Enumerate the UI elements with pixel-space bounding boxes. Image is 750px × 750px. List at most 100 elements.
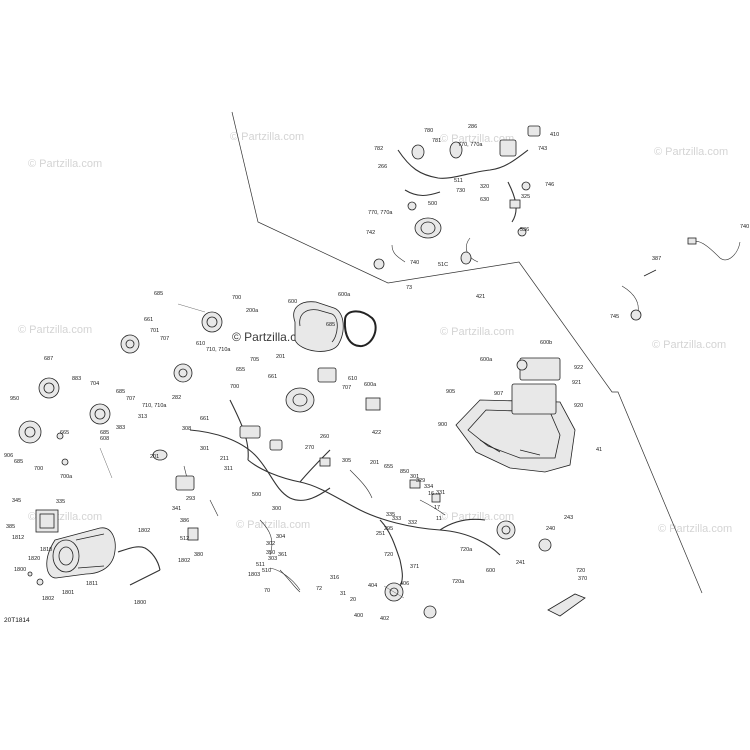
part-callout: 700 xyxy=(230,384,239,390)
gauge-cluster-group xyxy=(18,303,223,479)
part-callout: 41 xyxy=(596,447,602,453)
part-callout: 720 xyxy=(576,568,585,574)
part-callout: 410 xyxy=(550,132,559,138)
part-callout: 500 xyxy=(428,201,437,207)
watermark-text: © Partzilla.com xyxy=(658,523,732,535)
part-callout: 241 xyxy=(516,560,525,566)
part-callout: 512 xyxy=(180,536,189,542)
part-callout: 334 xyxy=(424,484,433,490)
part-callout: 16 xyxy=(428,491,434,497)
part-callout: 511 xyxy=(256,562,265,568)
part-callout: 906 xyxy=(4,453,13,459)
part-callout: 700 xyxy=(232,295,241,301)
part-callout: 610 xyxy=(196,341,205,347)
part-callout: 371 xyxy=(410,564,419,570)
part-callout: 782 xyxy=(374,146,383,152)
part-callout: 685 xyxy=(100,430,109,436)
part-callout: 704 xyxy=(90,381,99,387)
part-callout: 200a xyxy=(246,308,259,314)
part-callout: 1800 xyxy=(14,567,26,573)
part-callout: 305 xyxy=(342,458,351,464)
display-panel-group xyxy=(285,301,381,413)
part-callout: 600 xyxy=(288,299,297,305)
part-callout: 402 xyxy=(380,616,389,622)
watermark-text: © Partzilla.com xyxy=(440,326,514,338)
part-callout: 70 xyxy=(264,588,270,594)
part-callout: 1803 xyxy=(248,572,260,578)
part-callout: 685 xyxy=(326,322,335,328)
part-callout: 850 xyxy=(400,469,409,475)
part-callout: 600 xyxy=(486,568,495,574)
watermark-text-bold: © Partzilla.com xyxy=(232,330,313,344)
part-callout: 707 xyxy=(126,396,135,402)
part-callout: 1802 xyxy=(138,528,150,534)
part-callout: 1812 xyxy=(12,535,24,541)
part-callout: 316 xyxy=(330,575,339,581)
part-callout: 20 xyxy=(350,597,356,603)
part-callout: 335 xyxy=(386,512,395,518)
battery-tray-group xyxy=(455,357,576,473)
part-callout: 421 xyxy=(476,294,485,300)
part-callout: 422 xyxy=(372,430,381,436)
part-callout: 325 xyxy=(521,194,530,200)
part-callout: 707 xyxy=(160,336,169,342)
part-callout: 320 xyxy=(480,184,489,190)
part-callout: 361 xyxy=(278,552,287,558)
part-callout: 1802 xyxy=(42,596,54,602)
part-callout: 1800 xyxy=(134,600,146,606)
part-callout: 1820 xyxy=(28,556,40,562)
part-callout: 311 xyxy=(224,466,233,472)
part-callout: 600a xyxy=(364,382,377,388)
part-callout: 302 xyxy=(266,541,275,547)
part-callout: 286 xyxy=(468,124,477,130)
part-callout: 385 xyxy=(6,524,15,530)
starter-cable-group xyxy=(117,546,301,591)
part-callout: 600b xyxy=(540,340,552,346)
part-callout: 665 xyxy=(60,430,69,436)
part-callout: 211 xyxy=(220,456,229,462)
part-callout: 720 xyxy=(384,552,393,558)
part-callout: 72 xyxy=(316,586,322,592)
part-callout: 687 xyxy=(44,356,53,362)
watermark-text: © Partzilla.com xyxy=(440,511,514,523)
part-callout: 293 xyxy=(186,496,195,502)
part-callout: 720a xyxy=(460,547,473,553)
part-callout: 905 xyxy=(446,389,455,395)
part-callout: 655 xyxy=(384,464,393,470)
part-callout: 386 xyxy=(180,518,189,524)
part-callout: 710, 710a xyxy=(206,347,231,353)
part-callout: 11 xyxy=(436,516,442,522)
part-callout: 921 xyxy=(572,380,581,386)
part-callout: 922 xyxy=(574,365,583,371)
part-callout: 331 xyxy=(436,490,445,496)
part-callout: 201 xyxy=(150,454,159,460)
part-callout: 780 xyxy=(424,128,433,134)
right-sensor-group xyxy=(621,237,741,321)
part-callout: 746 xyxy=(545,182,554,188)
part-callout: 31 xyxy=(340,591,346,597)
part-callout: 685 xyxy=(116,389,125,395)
part-callout: 313 xyxy=(138,414,147,420)
part-callout: 1811 xyxy=(86,581,98,587)
part-callout: 920 xyxy=(574,403,583,409)
part-callout: 387 xyxy=(652,256,661,262)
part-callout: 710, 710a xyxy=(142,403,167,409)
watermark-text: © Partzilla.com xyxy=(440,133,514,145)
part-callout: 301 xyxy=(200,446,209,452)
part-callout: 1802 xyxy=(178,558,190,564)
part-callout: 266 xyxy=(378,164,387,170)
speaker-group xyxy=(383,520,552,619)
part-callout: 51C xyxy=(438,262,448,268)
part-callout: 270 xyxy=(305,445,314,451)
part-callout: 655 xyxy=(236,367,245,373)
part-callout: 661 xyxy=(200,416,209,422)
part-callout: 510 xyxy=(262,568,271,574)
part-callout: 720a xyxy=(452,579,465,585)
watermark-text: © Partzilla.com xyxy=(654,146,728,158)
part-callout: 73 xyxy=(406,285,412,291)
part-callout: 745 xyxy=(610,314,619,320)
part-callout: 370 xyxy=(578,576,587,582)
part-callout: 332 xyxy=(408,520,417,526)
starter-group xyxy=(27,509,116,586)
